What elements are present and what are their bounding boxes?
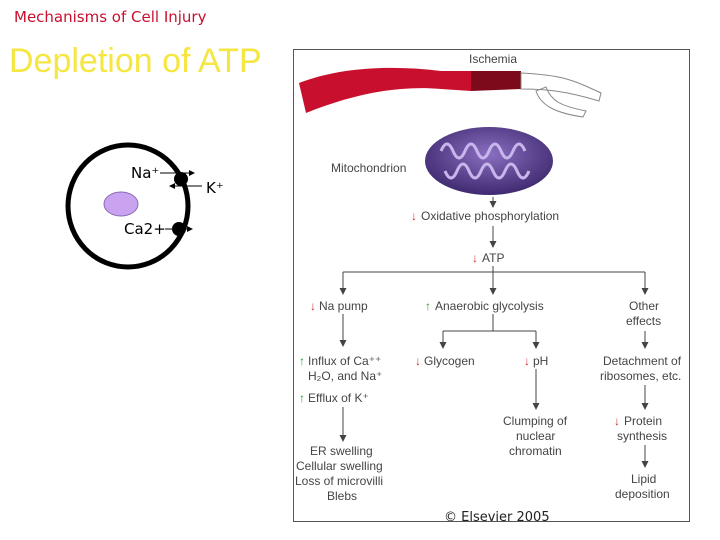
influx-label-1: Influx of Ca⁺⁺ [308, 354, 381, 368]
atp-label: ATP [482, 251, 504, 265]
glycogen-label: Glycogen [424, 354, 475, 368]
blood-vessel [299, 67, 471, 113]
protein-down-arrow-icon: ↓ [614, 414, 620, 428]
cell-nucleus [103, 191, 139, 217]
efflux-label: Efflux of K⁺ [308, 391, 369, 405]
influx-label-2: H₂O, and Na⁺ [308, 369, 382, 383]
glycogen-down-arrow-icon: ↓ [415, 354, 421, 368]
efflux-up-arrow-icon: ↑ [299, 391, 305, 405]
other-effects-label-2: effects [626, 314, 661, 328]
loss-microvilli-label: Loss of microvilli [295, 474, 383, 488]
vessel-branch [471, 71, 521, 91]
detach-label-2: ribosomes, etc. [600, 369, 681, 383]
atp-depletion-flowchart: Ischemia Mitochondrion ↓ Oxidative phosp… [293, 49, 690, 522]
lipid-label-2: deposition [615, 487, 670, 501]
vessel-branch-tail [520, 72, 602, 118]
na-pump-down-arrow-icon: ↓ [310, 299, 316, 313]
blebs-label: Blebs [327, 489, 357, 503]
ischemia-label: Ischemia [469, 52, 517, 66]
er-swelling-label: ER swelling [310, 444, 373, 458]
na-label: Na⁺ [131, 164, 159, 182]
lipid-label-1: Lipid [631, 472, 656, 486]
oxphos-down-arrow-icon: ↓ [411, 209, 417, 223]
slide-subtitle: Mechanisms of Cell Injury [14, 8, 207, 26]
ph-down-arrow-icon: ↓ [524, 354, 530, 368]
clumping-label-1: Clumping of [503, 414, 568, 428]
ca-label: Ca2+ [124, 220, 166, 238]
cell-swelling-label: Cellular swelling [296, 459, 383, 473]
mitochondrion-label: Mitochondrion [331, 161, 406, 175]
atp-down-arrow-icon: ↓ [472, 251, 478, 265]
na-k-pump [174, 172, 188, 186]
clumping-label-2: nuclear [516, 429, 555, 443]
anaerobic-up-arrow-icon: ↑ [425, 299, 431, 313]
ph-label: pH [533, 354, 548, 368]
influx-up-arrow-icon: ↑ [299, 354, 305, 368]
clumping-label-3: chromatin [509, 444, 562, 458]
detach-label-1: Detachment of [603, 354, 682, 368]
na-pump-label: Na pump [319, 299, 368, 313]
other-effects-label-1: Other [629, 299, 659, 313]
cell-diagram: Na⁺ K⁺ Ca2+ [65, 142, 224, 270]
anaerobic-label: Anaerobic glycolysis [435, 299, 544, 313]
mitochondrion-cristae [439, 142, 531, 180]
mitochondrion-image [425, 127, 553, 195]
protein-label-1: Protein [624, 414, 662, 428]
flowchart-svg: Ischemia Mitochondrion ↓ Oxidative phosp… [295, 52, 682, 521]
k-label: K⁺ [206, 179, 224, 197]
protein-label-2: synthesis [617, 429, 667, 443]
copyright-label: © Elsevier 2005 [444, 510, 550, 521]
oxphos-label: Oxidative phosphorylation [421, 209, 559, 223]
slide-title: Depletion of ATP [9, 42, 262, 80]
cell-membrane [65, 142, 191, 270]
